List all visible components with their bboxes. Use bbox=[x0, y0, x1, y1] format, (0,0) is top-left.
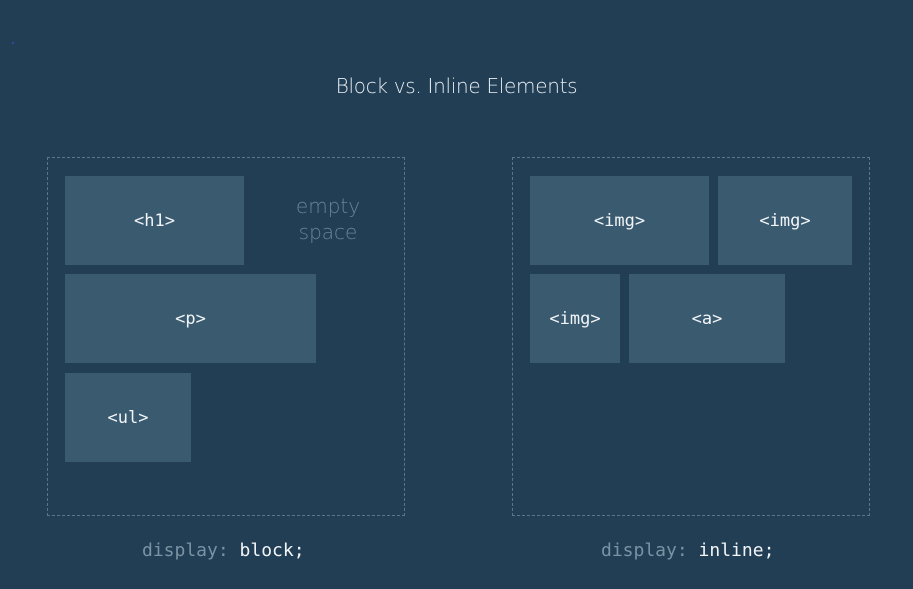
inline-element-img-1: <img> bbox=[530, 176, 709, 265]
inline-container bbox=[512, 157, 870, 516]
inline-element-img-3: <img> bbox=[530, 274, 620, 363]
block-caption-value: block; bbox=[239, 540, 305, 561]
block-element-h1: <h1> bbox=[65, 176, 244, 265]
empty-space-line-2: space bbox=[298, 220, 358, 244]
inline-element-img-2: <img> bbox=[718, 176, 852, 265]
block-caption: display: block; bbox=[142, 540, 305, 561]
block-element-ul: <ul> bbox=[65, 373, 191, 462]
diagram-title: Block vs. Inline Elements bbox=[335, 74, 578, 98]
inline-caption-value: inline; bbox=[698, 540, 775, 561]
block-caption-property: display: bbox=[142, 540, 229, 561]
block-element-p: <p> bbox=[65, 274, 316, 363]
inline-element-a: <a> bbox=[629, 274, 785, 363]
empty-space-label: empty space bbox=[278, 193, 378, 245]
inline-caption-property: display: bbox=[601, 540, 688, 561]
block-container bbox=[47, 157, 405, 516]
empty-space-line-1: empty bbox=[295, 194, 361, 218]
inline-caption: display: inline; bbox=[601, 540, 774, 561]
stray-dot bbox=[12, 42, 14, 44]
